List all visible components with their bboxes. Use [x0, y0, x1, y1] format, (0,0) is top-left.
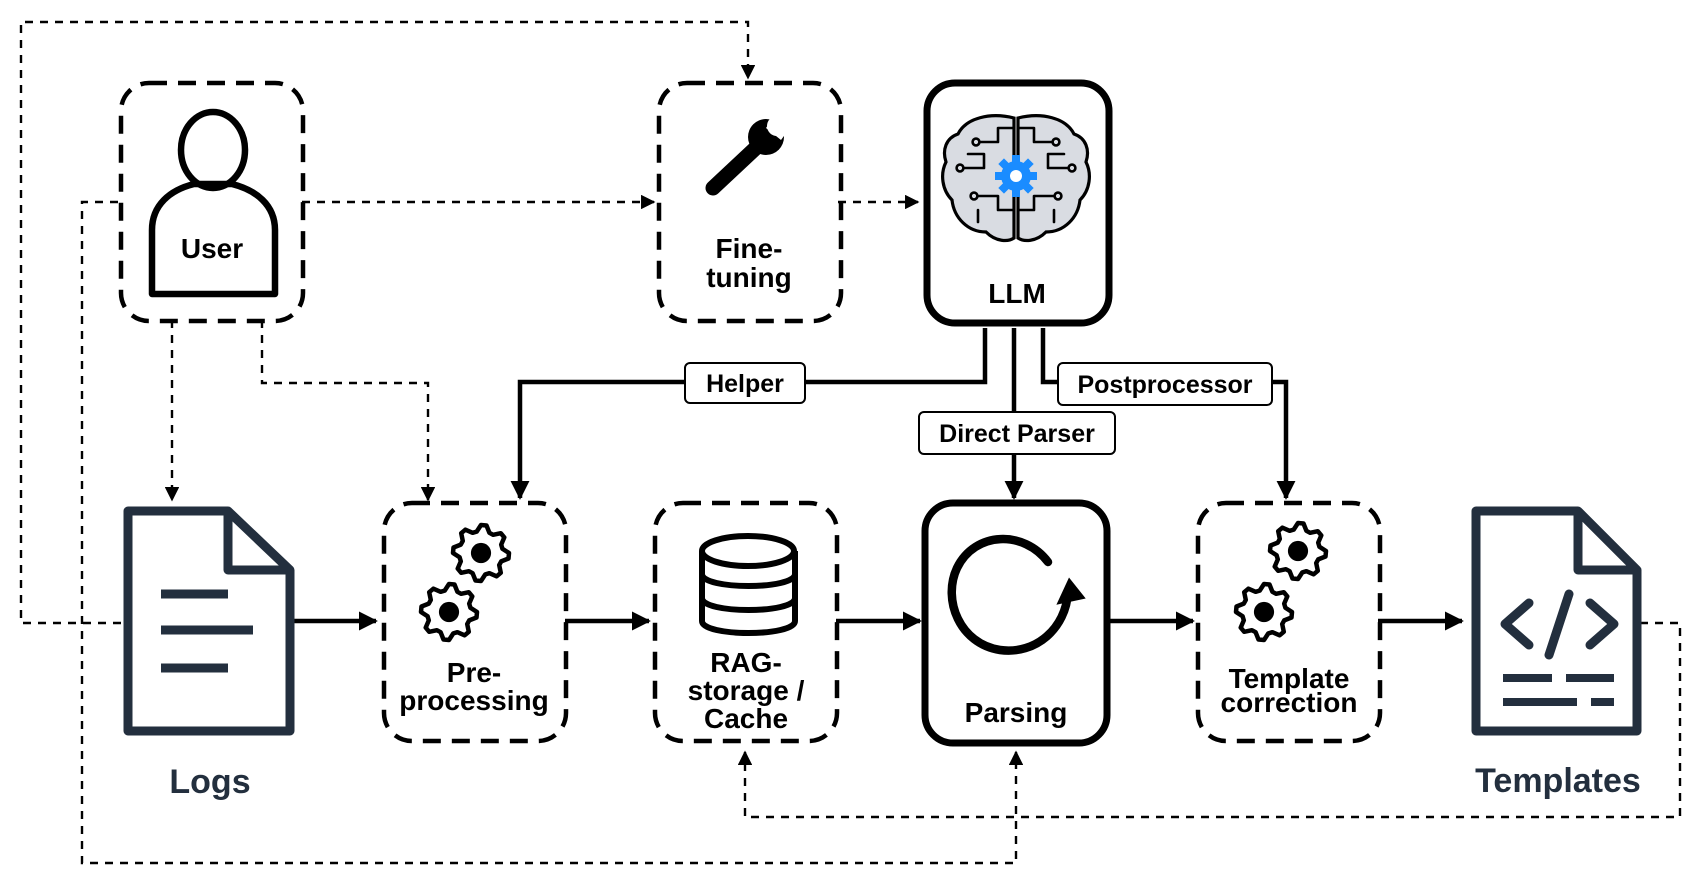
edge-label-direct-parser: Direct Parser [918, 411, 1116, 455]
user-label: User [181, 233, 243, 264]
edge-label-helper: Helper [684, 362, 806, 404]
edge-label-postprocessor: Postprocessor [1057, 362, 1273, 406]
llm-node: LLM [923, 79, 1113, 327]
correction-label-line2: correction [1221, 687, 1358, 718]
rag-node: RAG- storage / Cache [652, 500, 840, 744]
gears-icon [418, 522, 512, 643]
brain-gear-icon [941, 114, 1091, 243]
gear-hub [1253, 601, 1275, 623]
edge-label-helper-text: Helper [706, 370, 784, 398]
gear-hub [1287, 540, 1309, 562]
dashed-edges [19, 20, 1682, 865]
preprocessing-node: Pre- processing [381, 500, 569, 744]
code-document-icon [1471, 506, 1642, 736]
finetuning-node: Fine- tuning [656, 80, 844, 324]
templates-node: Templates [1471, 506, 1642, 800]
gears-icon [1233, 520, 1329, 643]
templates-label: Templates [1475, 762, 1641, 800]
gear-hub [438, 601, 460, 623]
wrench-icon [705, 112, 792, 196]
correction-node: Template correction [1195, 500, 1383, 744]
rag-label-line3: Cache [704, 703, 788, 734]
database-icon [699, 533, 798, 636]
edge-logs-to-finetuning [19, 20, 756, 625]
user-icon [148, 108, 279, 298]
edge-user-to-preprocessing [260, 320, 436, 502]
gear-hub [470, 542, 492, 564]
edge-label-direct-parser-text: Direct Parser [939, 420, 1095, 448]
llm-label: LLM [988, 278, 1046, 309]
edge-templates-to-rag [737, 621, 1682, 819]
rag-label-line1: RAG- [710, 647, 782, 678]
finetuning-label-line2: tuning [706, 262, 792, 293]
preprocessing-label-line2: processing [399, 685, 548, 716]
edge-label-postprocessor-text: Postprocessor [1077, 371, 1252, 399]
logs-label: Logs [169, 763, 250, 801]
edge-llm-helper [510, 328, 988, 500]
rag-label-line2: storage / [688, 675, 805, 706]
logs-node: Logs [123, 506, 295, 801]
user-node: User [118, 80, 306, 324]
parsing-label: Parsing [965, 697, 1068, 728]
edge-user-to-parsing [80, 200, 1024, 865]
refresh-icon [947, 534, 1086, 655]
preprocessing-label-line1: Pre- [447, 657, 501, 688]
finetuning-label-line1: Fine- [716, 233, 783, 264]
text-document-icon [123, 506, 295, 736]
parsing-node: Parsing [921, 499, 1111, 747]
correction-label-line1: Template [1229, 663, 1350, 694]
solid-edges [292, 328, 1464, 631]
